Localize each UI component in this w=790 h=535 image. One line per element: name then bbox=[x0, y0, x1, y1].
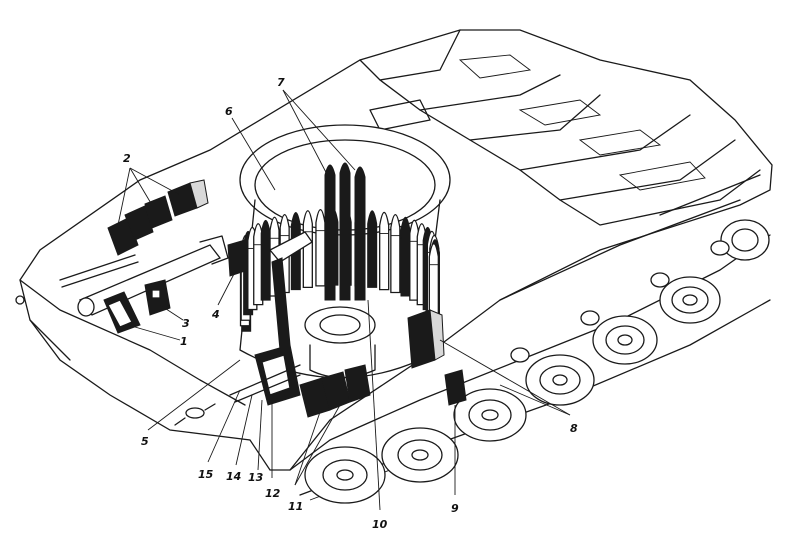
callout-7: 7 bbox=[277, 76, 285, 89]
center-round bbox=[354, 166, 366, 301]
round bbox=[302, 210, 313, 289]
callout-15: 15 bbox=[198, 468, 214, 481]
feed-mechanism bbox=[229, 344, 301, 406]
callout-11: 11 bbox=[288, 500, 303, 513]
round bbox=[260, 219, 271, 301]
callout-14: 14 bbox=[226, 470, 241, 483]
round bbox=[315, 208, 326, 287]
callout-8: 8 bbox=[570, 422, 578, 435]
box-11 bbox=[299, 364, 371, 418]
round bbox=[379, 211, 390, 291]
road-wheel bbox=[453, 388, 527, 442]
callout-6: 6 bbox=[225, 105, 233, 118]
box-8 bbox=[407, 309, 445, 369]
idler-wheel bbox=[720, 219, 770, 261]
box-4 bbox=[227, 239, 249, 277]
round bbox=[390, 213, 401, 294]
road-wheel bbox=[592, 315, 658, 365]
road-wheel bbox=[304, 446, 386, 504]
callout-9: 9 bbox=[451, 502, 459, 515]
return-roller bbox=[710, 240, 730, 256]
box-9 bbox=[444, 369, 467, 406]
road-wheel bbox=[659, 276, 721, 324]
return-roller bbox=[650, 272, 670, 288]
callout-10: 10 bbox=[372, 518, 388, 531]
callout-2: 2 bbox=[123, 152, 131, 165]
round bbox=[428, 243, 439, 332]
callout-3: 3 bbox=[182, 317, 190, 330]
round bbox=[367, 210, 378, 288]
road-wheel bbox=[381, 427, 459, 483]
running-gear bbox=[289, 219, 771, 504]
callout-12: 12 bbox=[265, 487, 281, 500]
round bbox=[400, 216, 411, 297]
road-wheel bbox=[525, 354, 595, 406]
return-roller bbox=[580, 310, 600, 326]
return-roller bbox=[510, 347, 530, 363]
forward-ammo-boxes bbox=[107, 179, 209, 256]
center-round bbox=[339, 162, 351, 301]
callout-13: 13 bbox=[248, 471, 264, 484]
box-1 bbox=[103, 291, 141, 334]
callout-5: 5 bbox=[141, 435, 149, 448]
leader-lines bbox=[117, 89, 571, 511]
box-3 bbox=[144, 279, 171, 316]
callout-1: 1 bbox=[180, 335, 188, 348]
rammer-tray bbox=[268, 231, 313, 351]
center-round bbox=[324, 164, 336, 301]
callout-4: 4 bbox=[211, 308, 220, 321]
